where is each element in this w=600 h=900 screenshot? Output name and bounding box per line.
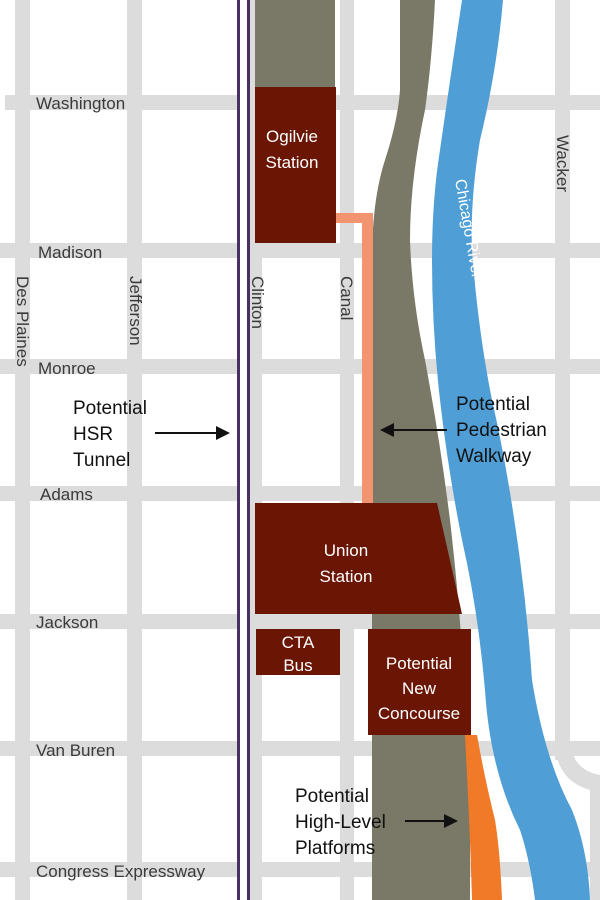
- street-canal: [340, 0, 354, 900]
- walkway-label-2: Pedestrian: [456, 420, 547, 441]
- union-station: [255, 503, 462, 614]
- label-canal: Canal: [337, 276, 356, 320]
- high-level-platforms: [465, 735, 502, 900]
- label-wacker: Wacker: [553, 135, 572, 192]
- concourse-label-2: New: [402, 679, 437, 698]
- label-madison: Madison: [38, 243, 102, 262]
- street-wacker-upper: [555, 0, 570, 760]
- label-congress: Congress Expressway: [36, 862, 206, 881]
- hsr-tunnel: [237, 0, 250, 900]
- ogilvie-station: [255, 87, 336, 243]
- hsr-arrow: [155, 426, 230, 440]
- union-label-2: Station: [320, 567, 373, 586]
- label-jefferson: Jefferson: [126, 276, 145, 346]
- street-jefferson: [127, 0, 142, 900]
- walkway-label-3: Walkway: [456, 446, 532, 467]
- walkway-arrow: [380, 423, 447, 437]
- walkway-horizontal: [336, 213, 373, 223]
- label-clinton: Clinton: [248, 276, 267, 329]
- pedestrian-walkway: [336, 213, 373, 503]
- cta-label-1: CTA: [282, 633, 315, 652]
- walkway-label-1: Potential: [456, 394, 530, 415]
- label-van-buren: Van Buren: [36, 741, 115, 760]
- platforms-label-2: High-Level: [295, 812, 386, 833]
- buildings: [255, 87, 471, 735]
- ogilvie-label-2: Station: [266, 153, 319, 172]
- label-washington: Washington: [36, 94, 125, 113]
- label-adams: Adams: [40, 485, 93, 504]
- ogilvie-label-1: Ogilvie: [266, 127, 318, 146]
- union-label-1: Union: [324, 541, 368, 560]
- street-adams: [0, 486, 600, 501]
- label-jackson: Jackson: [36, 613, 98, 632]
- hsr-tunnel-core: [240, 0, 247, 900]
- hsr-label-3: Tunnel: [73, 450, 130, 471]
- street-wacker-curve: [555, 740, 600, 900]
- walkway-vertical: [362, 213, 373, 503]
- platforms-label-3: Platforms: [295, 838, 375, 859]
- new-concourse: [368, 629, 471, 735]
- chicago-river: [432, 0, 590, 900]
- cta-label-2: Bus: [283, 656, 312, 675]
- rail-yard-north: [255, 0, 335, 100]
- concourse-label-1: Potential: [386, 654, 452, 673]
- platforms-arrow: [405, 814, 458, 828]
- hsr-label-2: HSR: [73, 424, 113, 445]
- label-des-plaines: Des Plaines: [13, 276, 32, 367]
- platforms-label-1: Potential: [295, 786, 369, 807]
- hsr-label-1: Potential: [73, 398, 147, 419]
- label-monroe: Monroe: [38, 359, 96, 378]
- street-des-plaines: [15, 0, 30, 900]
- concourse-label-3: Concourse: [378, 704, 460, 723]
- cta-bus: [256, 629, 340, 675]
